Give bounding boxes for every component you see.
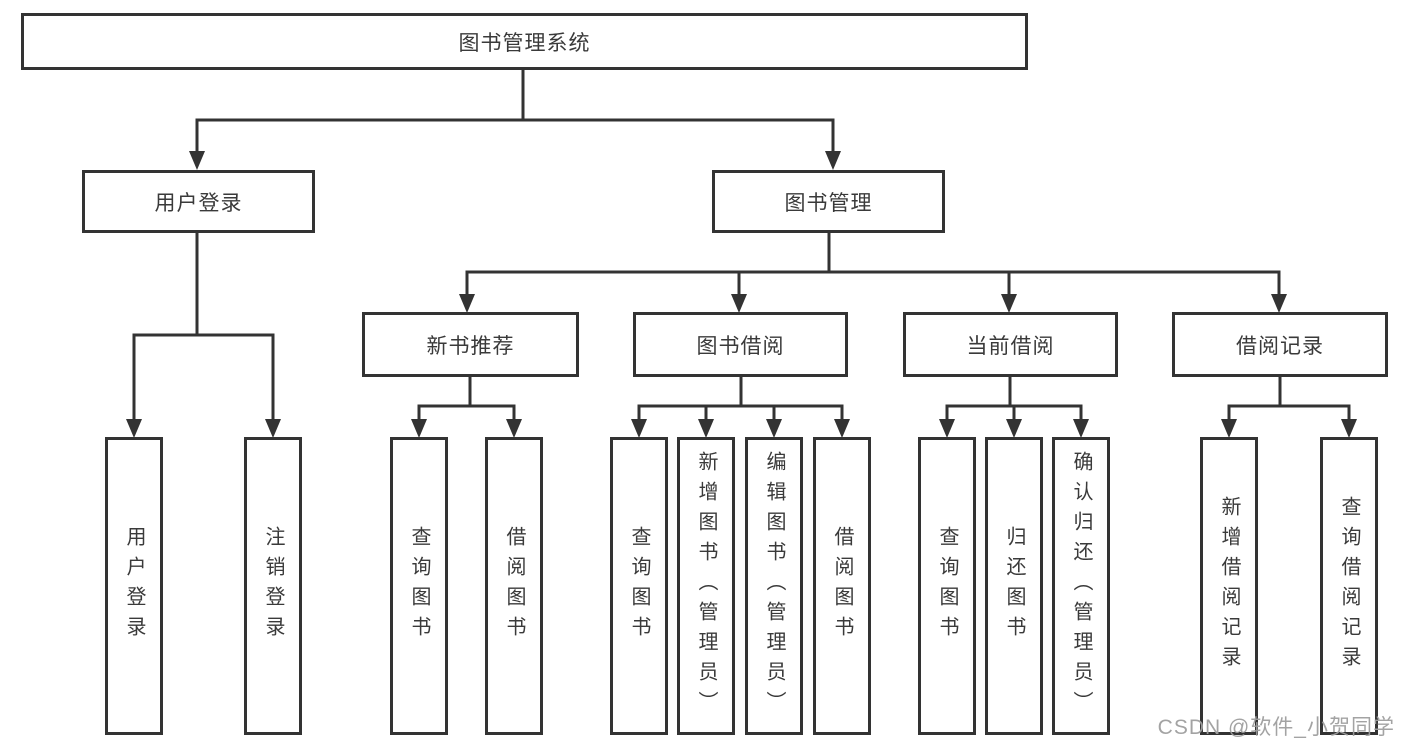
node-label: 借阅记录: [1236, 334, 1324, 358]
node-borrowing-records: 借阅记录: [1172, 312, 1388, 377]
leaf-label: 确认归还（管理员）: [1070, 451, 1092, 721]
csdn-watermark: CSDN @软件_小贺同学: [1157, 716, 1395, 739]
leaf-label: 新增图书（管理员）: [695, 451, 717, 721]
leaf-return-books: 归还图书: [985, 437, 1043, 735]
leaf-recommend-borrow-books: 借阅图书: [485, 437, 543, 735]
leaf-label: 查询图书: [628, 526, 650, 646]
arrowheads: [126, 151, 1357, 438]
leaf-label: 借阅图书: [503, 526, 525, 646]
node-library-management-system: 图书管理系统: [21, 13, 1028, 70]
leaf-borrowing-borrow-books: 借阅图书: [813, 437, 871, 735]
leaf-label: 查询借阅记录: [1338, 496, 1360, 676]
node-label: 图书管理系统: [458, 31, 591, 55]
leaf-edit-books-admin: 编辑图书（管理员）: [745, 437, 803, 735]
node-label: 用户登录: [154, 191, 243, 215]
leaf-confirm-return-admin: 确认归还（管理员）: [1052, 437, 1110, 735]
leaf-label: 查询图书: [936, 526, 958, 646]
tree-edges: [132, 68, 1351, 424]
node-book-management: 图书管理: [712, 170, 945, 233]
leaf-add-books-admin: 新增图书（管理员）: [677, 437, 735, 735]
leaf-label: 用户登录: [123, 526, 145, 646]
node-current-borrowing: 当前借阅: [903, 312, 1118, 377]
node-label: 图书管理: [784, 191, 873, 215]
leaf-label: 查询图书: [408, 526, 430, 646]
leaf-user-login: 用户登录: [105, 437, 163, 735]
leaf-label: 借阅图书: [831, 526, 853, 646]
node-label: 图书借阅: [696, 334, 785, 358]
node-label: 新书推荐: [426, 334, 515, 358]
leaf-recommend-query-books: 查询图书: [390, 437, 448, 735]
node-label: 当前借阅: [966, 334, 1055, 358]
leaf-logout: 注销登录: [244, 437, 302, 735]
leaf-query-borrow-record: 查询借阅记录: [1320, 437, 1378, 735]
leaf-label: 归还图书: [1003, 526, 1025, 646]
node-user-login: 用户登录: [82, 170, 315, 233]
node-new-book-recommendation: 新书推荐: [362, 312, 579, 377]
leaf-label: 编辑图书（管理员）: [763, 451, 785, 721]
leaf-current-query-books: 查询图书: [918, 437, 976, 735]
leaf-borrowing-query-books: 查询图书: [610, 437, 668, 735]
leaf-label: 注销登录: [262, 526, 284, 646]
leaf-label: 新增借阅记录: [1218, 496, 1240, 676]
node-book-borrowing: 图书借阅: [633, 312, 848, 377]
leaf-add-borrow-record: 新增借阅记录: [1200, 437, 1258, 735]
